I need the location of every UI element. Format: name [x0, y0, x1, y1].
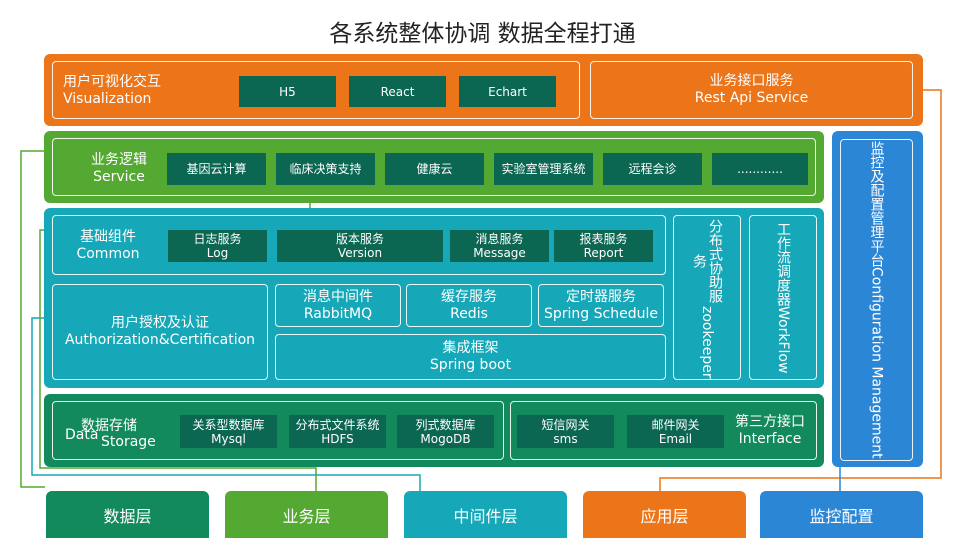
common-label: 基础组件 Common [63, 229, 153, 263]
zookeeper-box: 分布式协助服务 zookeeper [673, 215, 741, 380]
legend-monitor-config: 监控配置 [760, 491, 923, 538]
page-title: 各系统整体协调 数据全程打通 [329, 21, 636, 47]
common-item-report: 报表服务 Report [554, 230, 653, 262]
service-label-en: Service [93, 169, 145, 185]
common-item-message-cn: 消息服务 [475, 232, 524, 246]
springboot-label-cn: 集成框架 [442, 340, 499, 356]
legend-application-layer: 应用层 [583, 491, 746, 538]
mogodb-label-en: MogoDB [420, 431, 471, 446]
third-party-box: 短信网关 sms 邮件网关 Email 第三方接口 Interface [510, 401, 817, 460]
config-mgmt-label-en: Configuration Management [868, 267, 885, 459]
viz-item-echart: Echart [459, 76, 556, 107]
common-item-log-en: Log [206, 246, 229, 260]
storage-label-en-2: Storage [101, 434, 156, 450]
email-label-cn: 邮件网关 [651, 417, 700, 432]
visualization-box: 用户可视化交互 Visualization H5 React Echart [52, 61, 580, 119]
third-party-item-sms: 短信网关 sms [517, 415, 614, 448]
monitor-config-band [832, 131, 923, 467]
common-item-message: 消息服务 Message [450, 230, 549, 262]
mogodb-label-cn: 列式数据库 [415, 417, 476, 432]
zookeeper-label-en: zookeeper [699, 306, 715, 379]
middleware-item-redis: 缓存服务 Redis [406, 284, 532, 327]
storage-item-mogodb: 列式数据库 MogoDB [397, 415, 494, 448]
redis-label-cn: 缓存服务 [441, 288, 497, 305]
common-item-report-cn: 报表服务 [579, 232, 628, 246]
service-item-health-cloud: 健康云 [385, 153, 484, 185]
auth-box: 用户授权及认证 Authorization&Certification [52, 284, 268, 380]
service-item-remote-consult: 远程会诊 [603, 153, 702, 185]
springboot-label-en: Spring boot [429, 357, 512, 373]
sms-label-en: sms [553, 431, 578, 446]
rest-api-label-cn: 业务接口服务 [709, 73, 794, 89]
storage-item-hdfs: 分布式文件系统 HDFS [289, 415, 386, 448]
common-label-cn: 基础组件 [80, 229, 136, 245]
workflow-label-cn: 工作流调度器 [775, 221, 791, 306]
legend-middleware-layer: 中间件层 [404, 491, 567, 538]
third-party-label: 第三方接口 Interface [730, 413, 810, 449]
hdfs-label-en: HDFS [321, 431, 354, 446]
third-party-label-cn: 第三方接口 [735, 414, 805, 430]
common-item-version: 版本服务 Version [277, 230, 443, 262]
connector-common-middleware [31, 317, 421, 491]
storage-item-mysql: 关系型数据库 Mysql [180, 415, 277, 448]
spring-schedule-label-en: Spring Schedule [544, 305, 658, 322]
middleware-item-spring-schedule: 定时器服务 Spring Schedule [538, 284, 664, 327]
common-item-report-en: Report [583, 246, 624, 260]
sms-label-cn: 短信网关 [541, 417, 590, 432]
middleware-item-rabbitmq: 消息中间件 RabbitMQ [275, 284, 401, 327]
email-label-en: Email [658, 431, 693, 446]
connector-service-data [20, 150, 45, 488]
rabbitmq-label-en: RabbitMQ [303, 305, 373, 322]
workflow-label-en: WorkFlow [775, 305, 791, 374]
common-item-log-cn: 日志服务 [193, 232, 242, 246]
legend-business-layer: 业务层 [225, 491, 388, 538]
mysql-label-cn: 关系型数据库 [192, 417, 265, 432]
visualization-label: 用户可视化交互 Visualization [63, 74, 213, 108]
common-item-message-en: Message [473, 246, 526, 260]
third-party-label-en: Interface [738, 431, 802, 447]
auth-label-cn: 用户授权及认证 [111, 315, 209, 331]
visualization-label-en: Visualization [63, 91, 152, 107]
storage-box: 数据存储 Data Storage 关系型数据库 Mysql 分布式文件系统 H… [52, 401, 504, 460]
service-item-gene-cloud: 基因云计算 [167, 153, 266, 185]
storage-label-cn: 数据存储 [81, 418, 137, 434]
rabbitmq-label-cn: 消息中间件 [303, 288, 373, 305]
connector-api-app [659, 89, 942, 491]
mysql-label-en: Mysql [211, 431, 246, 446]
viz-item-h5: H5 [239, 76, 336, 107]
redis-label-en: Redis [450, 305, 488, 322]
service-item-lab-management: 实验室管理系统 [494, 153, 593, 185]
service-item-clinical-decision: 临床决策支持 [276, 153, 375, 185]
hdfs-label-cn: 分布式文件系统 [295, 417, 380, 432]
common-item-version-en: Version [337, 246, 383, 260]
visualization-label-cn: 用户可视化交互 [63, 74, 161, 90]
service-label: 业务逻辑 Service [79, 152, 159, 186]
zookeeper-label-cn: 分布式协助服务 [691, 219, 723, 304]
common-item-log: 日志服务 Log [168, 230, 267, 262]
common-item-version-cn: 版本服务 [335, 232, 384, 246]
service-label-cn: 业务逻辑 [91, 152, 147, 168]
workflow-box: 工作流调度器 WorkFlow [749, 215, 817, 380]
springboot-box: 集成框架 Spring boot [275, 334, 666, 380]
config-mgmt-box: 监控及配置管理平台 Configuration Management [840, 139, 913, 461]
service-box: 业务逻辑 Service 基因云计算 临床决策支持 健康云 实验室管理系统 远程… [52, 138, 816, 196]
rest-api-box: 业务接口服务 Rest Api Service [590, 61, 913, 119]
common-label-en: Common [76, 246, 140, 262]
storage-label-en-1: Data [65, 427, 99, 443]
service-item-more: ............ [712, 153, 808, 185]
rest-api-label-en: Rest Api Service [694, 90, 809, 106]
legend-data-layer: 数据层 [46, 491, 209, 538]
viz-item-react: React [349, 76, 446, 107]
common-box: 基础组件 Common 日志服务 Log 版本服务 Version 消息服务 M… [52, 215, 666, 275]
config-mgmt-label-cn: 监控及配置管理平台 [868, 141, 885, 268]
spring-schedule-label-cn: 定时器服务 [566, 288, 636, 305]
auth-label-en: Authorization&Certification [64, 332, 256, 348]
third-party-item-email: 邮件网关 Email [627, 415, 724, 448]
